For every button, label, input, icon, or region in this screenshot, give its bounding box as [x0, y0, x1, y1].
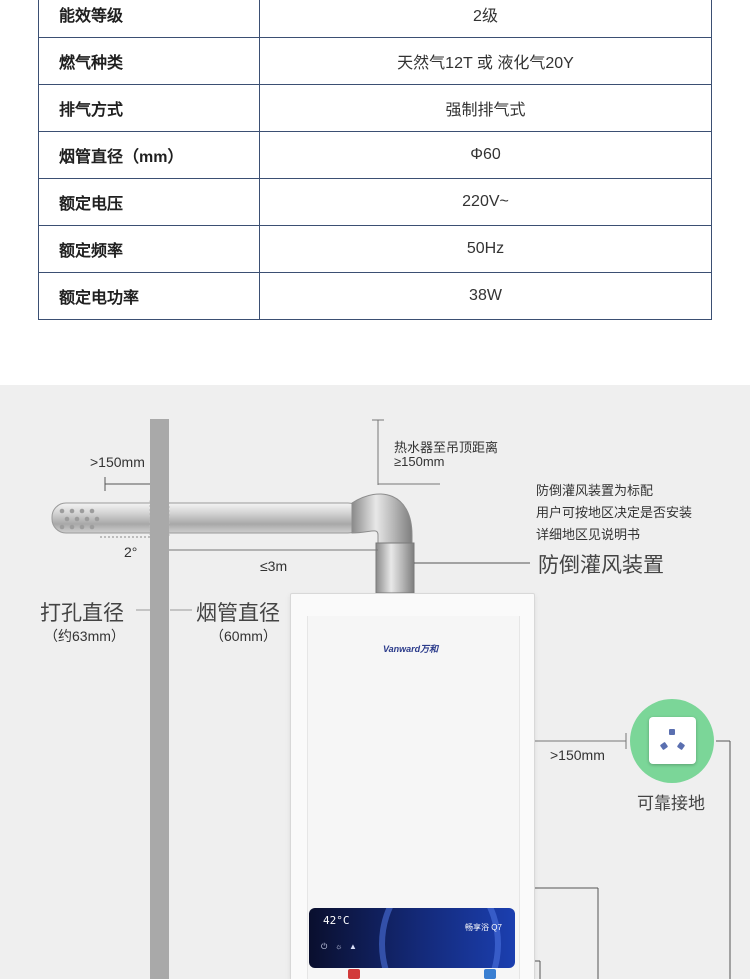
pipe-elbow [351, 493, 413, 551]
power-outlet-icon [649, 717, 696, 764]
cold-water-pipe [484, 969, 496, 979]
pipe-vent-holes [59, 508, 100, 530]
backdraft-note-3: 详细地区见说明书 [536, 527, 641, 542]
pipe-diameter-size: （60mm） [210, 628, 277, 644]
hot-water-pipe [348, 969, 360, 979]
diagram-lines [51, 419, 731, 979]
table-row: 额定频率 50Hz [38, 225, 712, 273]
table-row: 能效等级 2级 [38, 0, 712, 38]
temperature-display: 42°C [323, 914, 350, 927]
table-row: 额定电功率 38W [38, 272, 712, 320]
panel-button-icon[interactable]: ⏻ [321, 942, 328, 951]
spec-table: 能效等级 2级 燃气种类 天然气12T 或 液化气20Y 排气方式 强制排气式 … [38, 0, 712, 320]
ceiling-distance-value: ≥150mm [394, 454, 445, 469]
table-row: 额定电压 220V~ [38, 178, 712, 226]
ceiling-distance-label: 热水器至吊顶距离 [394, 440, 499, 455]
spec-value: 220V~ [259, 178, 712, 226]
spec-label: 额定频率 [38, 225, 260, 273]
control-panel: 42°C ⏻ ☼ ▲ 畅享浴 Q7 [309, 908, 515, 968]
angle-label: 2° [124, 544, 138, 560]
spec-label: 额定电压 [38, 178, 260, 226]
anti-backdraft-device [375, 542, 415, 594]
panel-button-icon[interactable]: ☼ [335, 942, 343, 951]
spec-label: 排气方式 [38, 84, 260, 132]
spec-value: Φ60 [259, 131, 712, 179]
spec-label: 烟管直径（mm） [38, 131, 260, 179]
spec-value: 50Hz [259, 225, 712, 273]
spec-label: 额定电功率 [38, 272, 260, 320]
installation-diagram: >150mm 热水器至吊顶距离 ≥150mm 防倒灌风装置为标配 用户可按地区决… [0, 385, 750, 979]
table-row: 燃气种类 天然气12T 或 液化气20Y [38, 37, 712, 85]
side-gap-label: >150mm [550, 747, 605, 763]
gap-wall-label: >150mm [90, 454, 145, 470]
spec-value: 38W [259, 272, 712, 320]
pipe-diameter-label: 烟管直径 [196, 602, 280, 625]
backdraft-device-label: 防倒灌风装置 [538, 554, 664, 577]
pipe-length-label: ≤3m [260, 558, 288, 574]
model-tag: 畅享浴 Q7 [465, 923, 502, 932]
panel-button-icon[interactable]: ▲ [349, 942, 357, 951]
backdraft-note-2: 用户可按地区决定是否安装 [536, 505, 693, 520]
brand-logo: Vanward万和 [383, 644, 439, 654]
spec-value: 强制排气式 [259, 84, 712, 132]
spec-value: 2级 [259, 0, 712, 38]
table-row: 排气方式 强制排气式 [38, 84, 712, 132]
hole-diameter-label: 打孔直径 [40, 602, 124, 625]
backdraft-note-1: 防倒灌风装置为标配 [536, 483, 654, 498]
spec-label: 能效等级 [38, 0, 260, 38]
wall [150, 419, 169, 979]
hole-diameter-size: （约63mm） [44, 628, 125, 644]
spec-value: 天然气12T 或 液化气20Y [259, 37, 712, 85]
water-heater: Vanward万和 42°C ⏻ ☼ ▲ 畅享浴 Q7 [290, 593, 535, 979]
spec-label: 燃气种类 [38, 37, 260, 85]
table-row: 烟管直径（mm） Φ60 [38, 131, 712, 179]
grounding-label: 可靠接地 [637, 794, 705, 813]
